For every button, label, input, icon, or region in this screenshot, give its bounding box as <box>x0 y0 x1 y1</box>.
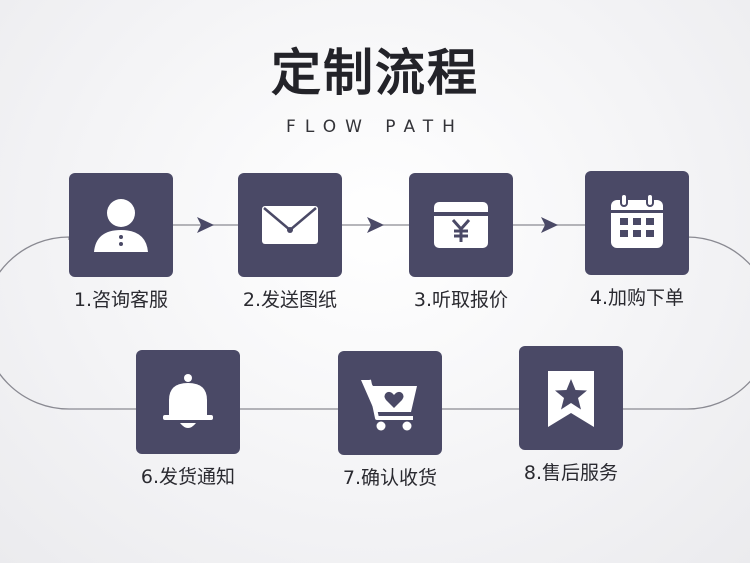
step-label: 7.确认收货 <box>342 467 438 489</box>
step-tile <box>69 173 173 277</box>
cart-heart-icon <box>361 379 417 431</box>
yen-card-icon <box>434 202 488 248</box>
page-subtitle: FLOW PATH <box>286 117 464 137</box>
step-label: 6.发货通知 <box>140 466 236 488</box>
flow-arrow-1 <box>197 217 214 233</box>
step-tile <box>136 350 240 454</box>
user-icon <box>94 199 148 252</box>
envelope-icon <box>262 206 318 244</box>
step-label: 1.咨询客服 <box>73 289 169 311</box>
calendar-icon <box>611 193 663 248</box>
step-label: 3.听取报价 <box>413 289 509 311</box>
bell-icon <box>163 374 213 428</box>
step-label: 2.发送图纸 <box>242 289 338 311</box>
page-title: 定制流程 <box>271 44 479 102</box>
step-tile <box>409 173 513 277</box>
step-tile <box>585 171 689 275</box>
step-tile <box>338 351 442 455</box>
star-bookmark-icon <box>548 371 594 427</box>
flow-arrow-2 <box>367 217 384 233</box>
step-label: 4.加购下单 <box>589 287 685 309</box>
flow-arrow-3 <box>541 217 558 233</box>
step-tile <box>238 173 342 277</box>
step-tile <box>519 346 623 450</box>
step-label: 8.售后服务 <box>523 462 619 484</box>
